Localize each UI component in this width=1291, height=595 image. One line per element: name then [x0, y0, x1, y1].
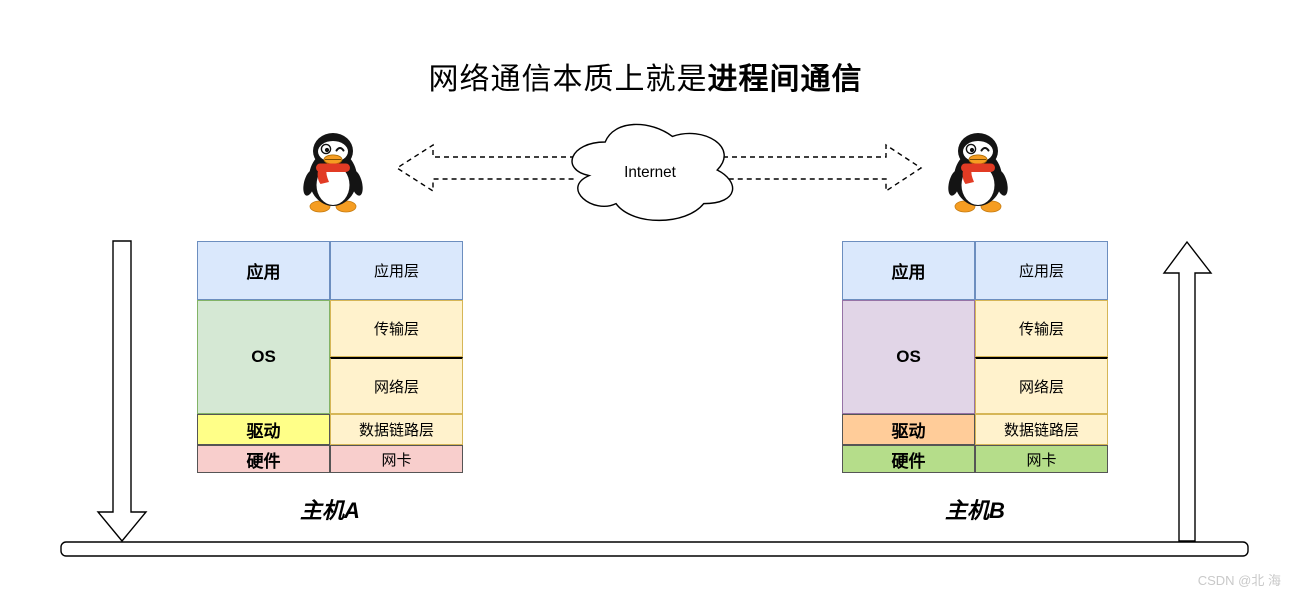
internet-cloud: Internet — [571, 123, 734, 221]
host-a-nic-cell: 网卡 — [330, 445, 463, 473]
cloud-shape-icon — [571, 123, 734, 221]
host-a-driver-cell: 驱动 — [197, 414, 330, 445]
host-a-app-layer-cell: 应用层 — [330, 241, 463, 300]
qq-penguin-icon — [303, 133, 363, 213]
host-b-nic-cell: 网卡 — [975, 445, 1108, 473]
host-b-network-layer-cell: 网络层 — [975, 357, 1108, 414]
host-b-stack-table: 应用 OS 驱动 硬件 应用层 传输层 网络层 数据链路层 网卡 — [842, 241, 1108, 473]
host-b-transport-layer-cell: 传输层 — [975, 300, 1108, 357]
host-b-label: 主机B — [945, 498, 1005, 523]
host-a-network-layer-cell: 网络层 — [330, 357, 463, 414]
host-a-transport-layer-cell: 传输层 — [330, 300, 463, 357]
host-a-stack-table: 应用 OS 驱动 硬件 应用层 传输层 网络层 数据链路层 网卡 — [197, 241, 463, 473]
physical-link-bar — [60, 541, 1249, 557]
host-b-driver-cell: 驱动 — [842, 414, 975, 445]
host-a-os-cell: OS — [197, 300, 330, 414]
host-b-os-cell: OS — [842, 300, 975, 414]
host-a-datalink-layer-cell: 数据链路层 — [330, 414, 463, 445]
host-a-label: 主机A — [300, 498, 360, 523]
host-b-datalink-layer-cell: 数据链路层 — [975, 414, 1108, 445]
host-b-app-layer-cell: 应用层 — [975, 241, 1108, 300]
title-prefix: 网络通信本质上就是 — [428, 63, 708, 96]
up-block-arrow-icon — [1162, 240, 1213, 542]
page-title: 网络通信本质上就是进程间通信 — [0, 54, 1291, 98]
title-emphasis: 进程间通信 — [707, 63, 863, 96]
host-a-hardware-cell: 硬件 — [197, 445, 330, 473]
down-block-arrow-icon — [96, 240, 148, 543]
qq-penguin-icon — [948, 133, 1008, 213]
left-dashed-arrow-icon — [395, 143, 575, 193]
right-dashed-arrow-icon — [723, 143, 923, 193]
csdn-watermark: CSDN @北 海 — [1197, 573, 1281, 588]
host-a-app-cell: 应用 — [197, 241, 330, 300]
host-b-hardware-cell: 硬件 — [842, 445, 975, 473]
internet-label: Internet — [624, 164, 677, 181]
host-b-app-cell: 应用 — [842, 241, 975, 300]
